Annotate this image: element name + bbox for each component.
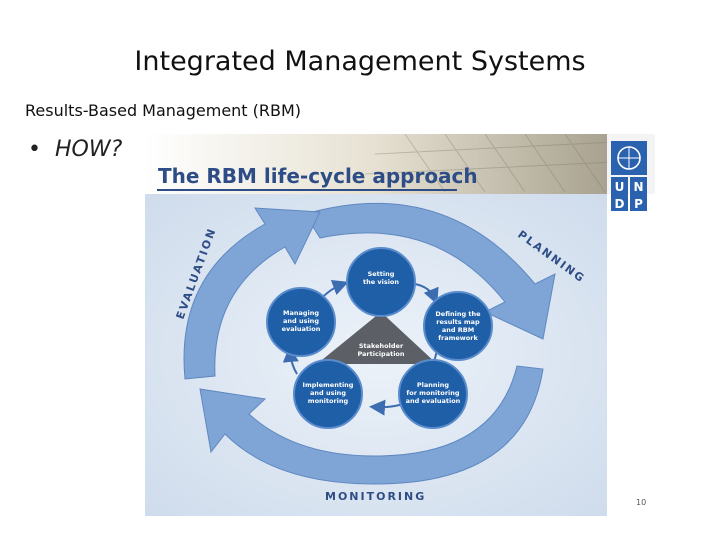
rbm-diagram: The RBM life-cycle approach U N D P PLAN… <box>145 134 655 516</box>
node-managing: Managing and using evaluation <box>266 287 336 357</box>
slide-title: Integrated Management Systems <box>134 46 586 77</box>
outer-cycle-arrows <box>183 202 556 485</box>
node-defining-line-4: framework <box>438 334 478 342</box>
rbm-lifecycle-figure: The RBM life-cycle approach U N D P PLAN… <box>145 134 655 516</box>
center-label-line-1: Stakeholder <box>359 342 404 350</box>
background-photo <box>145 134 655 194</box>
node-setting-vision-line-1: Setting <box>368 270 395 278</box>
logo-letter-d: D <box>615 197 625 211</box>
node-implementing-line-1: Implementing <box>303 381 354 389</box>
node-implementing: Implementing and using monitoring <box>293 359 363 429</box>
node-managing-line-1: Managing <box>283 309 319 317</box>
bullet-text: HOW? <box>54 137 123 162</box>
stakeholder-triangle <box>317 312 437 364</box>
node-defining-line-2: results map <box>436 318 480 326</box>
right-margin <box>607 194 655 516</box>
node-setting-vision-line-2: the vision <box>363 278 399 286</box>
node-setting-vision: Setting the vision <box>346 247 416 317</box>
node-managing-line-2: and using <box>283 317 319 325</box>
page-number: 10 <box>636 498 646 507</box>
photo-texture <box>364 134 616 193</box>
node-defining-line-1: Defining the <box>435 310 481 318</box>
heading-underline <box>157 189 457 191</box>
bullet-marker: • <box>28 137 41 162</box>
planning-arrow <box>304 202 556 340</box>
undp-logo: U N D P <box>611 141 647 211</box>
evaluation-arrow <box>183 207 321 380</box>
slide-subtitle: Results-Based Management (RBM) <box>25 101 302 120</box>
logo-letter-p: P <box>634 197 643 211</box>
node-defining-line-3: and RBM <box>442 326 474 334</box>
figure-heading: The RBM life-cycle approach <box>158 164 478 188</box>
node-planning-line-3: and evaluation <box>406 397 461 405</box>
node-implementing-line-2: and using <box>310 389 346 397</box>
node-managing-line-3: evaluation <box>282 325 321 333</box>
center-label-line-2: Participation <box>357 350 404 358</box>
monitoring-arrow <box>199 365 544 485</box>
bullet-item: • HOW? <box>28 137 122 162</box>
node-planning-line-1: Planning <box>417 381 449 389</box>
phase-label-monitoring: MONITORING <box>325 490 426 503</box>
arrow-vision-to-defining <box>414 283 439 305</box>
node-defining-results: Defining the results map and RBM framewo… <box>423 291 493 361</box>
node-planning-line-2: for monitoring <box>406 389 459 397</box>
node-planning-me: Planning for monitoring and evaluation <box>398 359 468 429</box>
node-implementing-line-3: monitoring <box>308 397 349 405</box>
logo-letter-u: U <box>615 180 625 194</box>
logo-letter-n: N <box>633 180 643 194</box>
